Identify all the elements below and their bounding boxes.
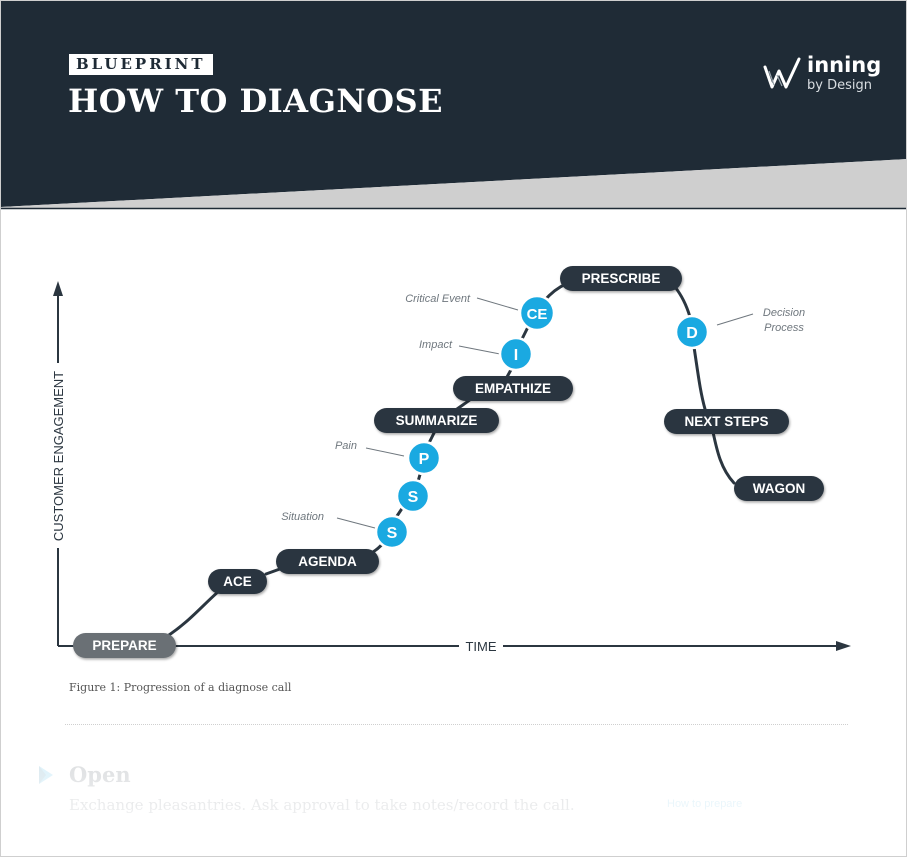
checkpoint-situation-letter: S bbox=[387, 525, 398, 542]
stage-ace-label: ACE bbox=[223, 574, 252, 589]
checkpoint-pain-letter: P bbox=[419, 451, 430, 468]
header-gray-band bbox=[1, 159, 906, 209]
header-band: BLUEPRINT HOW TO DIAGNOSE inning by Desi… bbox=[1, 1, 906, 211]
y-axis-arrow-icon bbox=[53, 281, 63, 296]
checkpoint-decision-process-letter: D bbox=[686, 325, 698, 342]
checkpoint-pain: P bbox=[406, 440, 442, 476]
figure-caption: Figure 1: Progression of a diagnose call bbox=[69, 681, 292, 694]
page-title: HOW TO DIAGNOSE bbox=[68, 82, 444, 120]
open-section: Open Exchange pleasantries. Ask approval… bbox=[1, 756, 906, 856]
x-axis-label: TIME bbox=[465, 639, 496, 654]
annotation-situation: Situation bbox=[281, 511, 324, 523]
header-navy-shape bbox=[1, 1, 906, 207]
x-axis-arrow-icon bbox=[836, 641, 851, 651]
section-body: Exchange pleasantries. Ask approval to t… bbox=[69, 796, 575, 814]
annotation-leaders bbox=[336, 297, 754, 529]
stage-ace: ACE bbox=[208, 569, 267, 594]
y-axis-label-bg bbox=[48, 363, 68, 548]
checkpoint-critical-event-letter: CE bbox=[527, 306, 548, 323]
blueprint-tag: BLUEPRINT bbox=[69, 54, 213, 75]
y-axis-label: CUSTOMER ENGAGEMENT bbox=[51, 371, 66, 541]
checkpoint-critical-event: CE bbox=[518, 294, 556, 332]
annotation-impact: Impact bbox=[419, 339, 453, 351]
stage-agenda-label: AGENDA bbox=[298, 554, 357, 569]
checkpoint-s: S bbox=[395, 478, 431, 514]
stage-prepare: PREPARE bbox=[73, 633, 176, 658]
play-arrow-icon bbox=[39, 766, 53, 784]
annotation-process: Process bbox=[764, 322, 804, 334]
annotation-critical-event: Critical Event bbox=[405, 293, 471, 305]
stage-summarize-label: SUMMARIZE bbox=[396, 413, 478, 428]
stage-prescribe-label: PRESCRIBE bbox=[582, 271, 661, 286]
brand-logo: inning by Design bbox=[763, 51, 883, 101]
stage-empathize-label: EMPATHIZE bbox=[475, 381, 551, 396]
stage-prepare-label: PREPARE bbox=[92, 638, 156, 653]
logo-w-mark-icon bbox=[763, 57, 801, 89]
checkpoint-impact-letter: I bbox=[514, 347, 518, 364]
how-to-prepare-link[interactable]: How to prepare bbox=[667, 798, 743, 810]
stage-next-steps: NEXT STEPS bbox=[664, 409, 789, 434]
checkpoint-s-letter: S bbox=[408, 489, 419, 506]
x-axis-label-bg bbox=[459, 638, 503, 654]
stage-wagon-label: WAGON bbox=[753, 481, 806, 496]
stage-empathize: EMPATHIZE bbox=[453, 376, 573, 401]
brand-name: inning bbox=[807, 53, 882, 77]
stage-agenda: AGENDA bbox=[276, 549, 379, 574]
checkpoint-situation: S bbox=[374, 514, 410, 550]
annotation-decision: Decision bbox=[763, 307, 805, 319]
stage-next-steps-label: NEXT STEPS bbox=[684, 414, 768, 429]
section-heading: Open bbox=[69, 762, 131, 787]
stage-prescribe: PRESCRIBE bbox=[560, 266, 682, 291]
section-divider bbox=[65, 724, 848, 725]
stage-summarize: SUMMARIZE bbox=[374, 408, 499, 433]
checkpoint-impact: I bbox=[498, 336, 534, 372]
annotation-pain: Pain bbox=[335, 440, 357, 452]
brand-subtitle: by Design bbox=[807, 78, 872, 93]
header-background bbox=[1, 1, 906, 210]
stage-wagon: WAGON bbox=[734, 476, 824, 501]
checkpoint-decision-process: D bbox=[674, 314, 710, 350]
